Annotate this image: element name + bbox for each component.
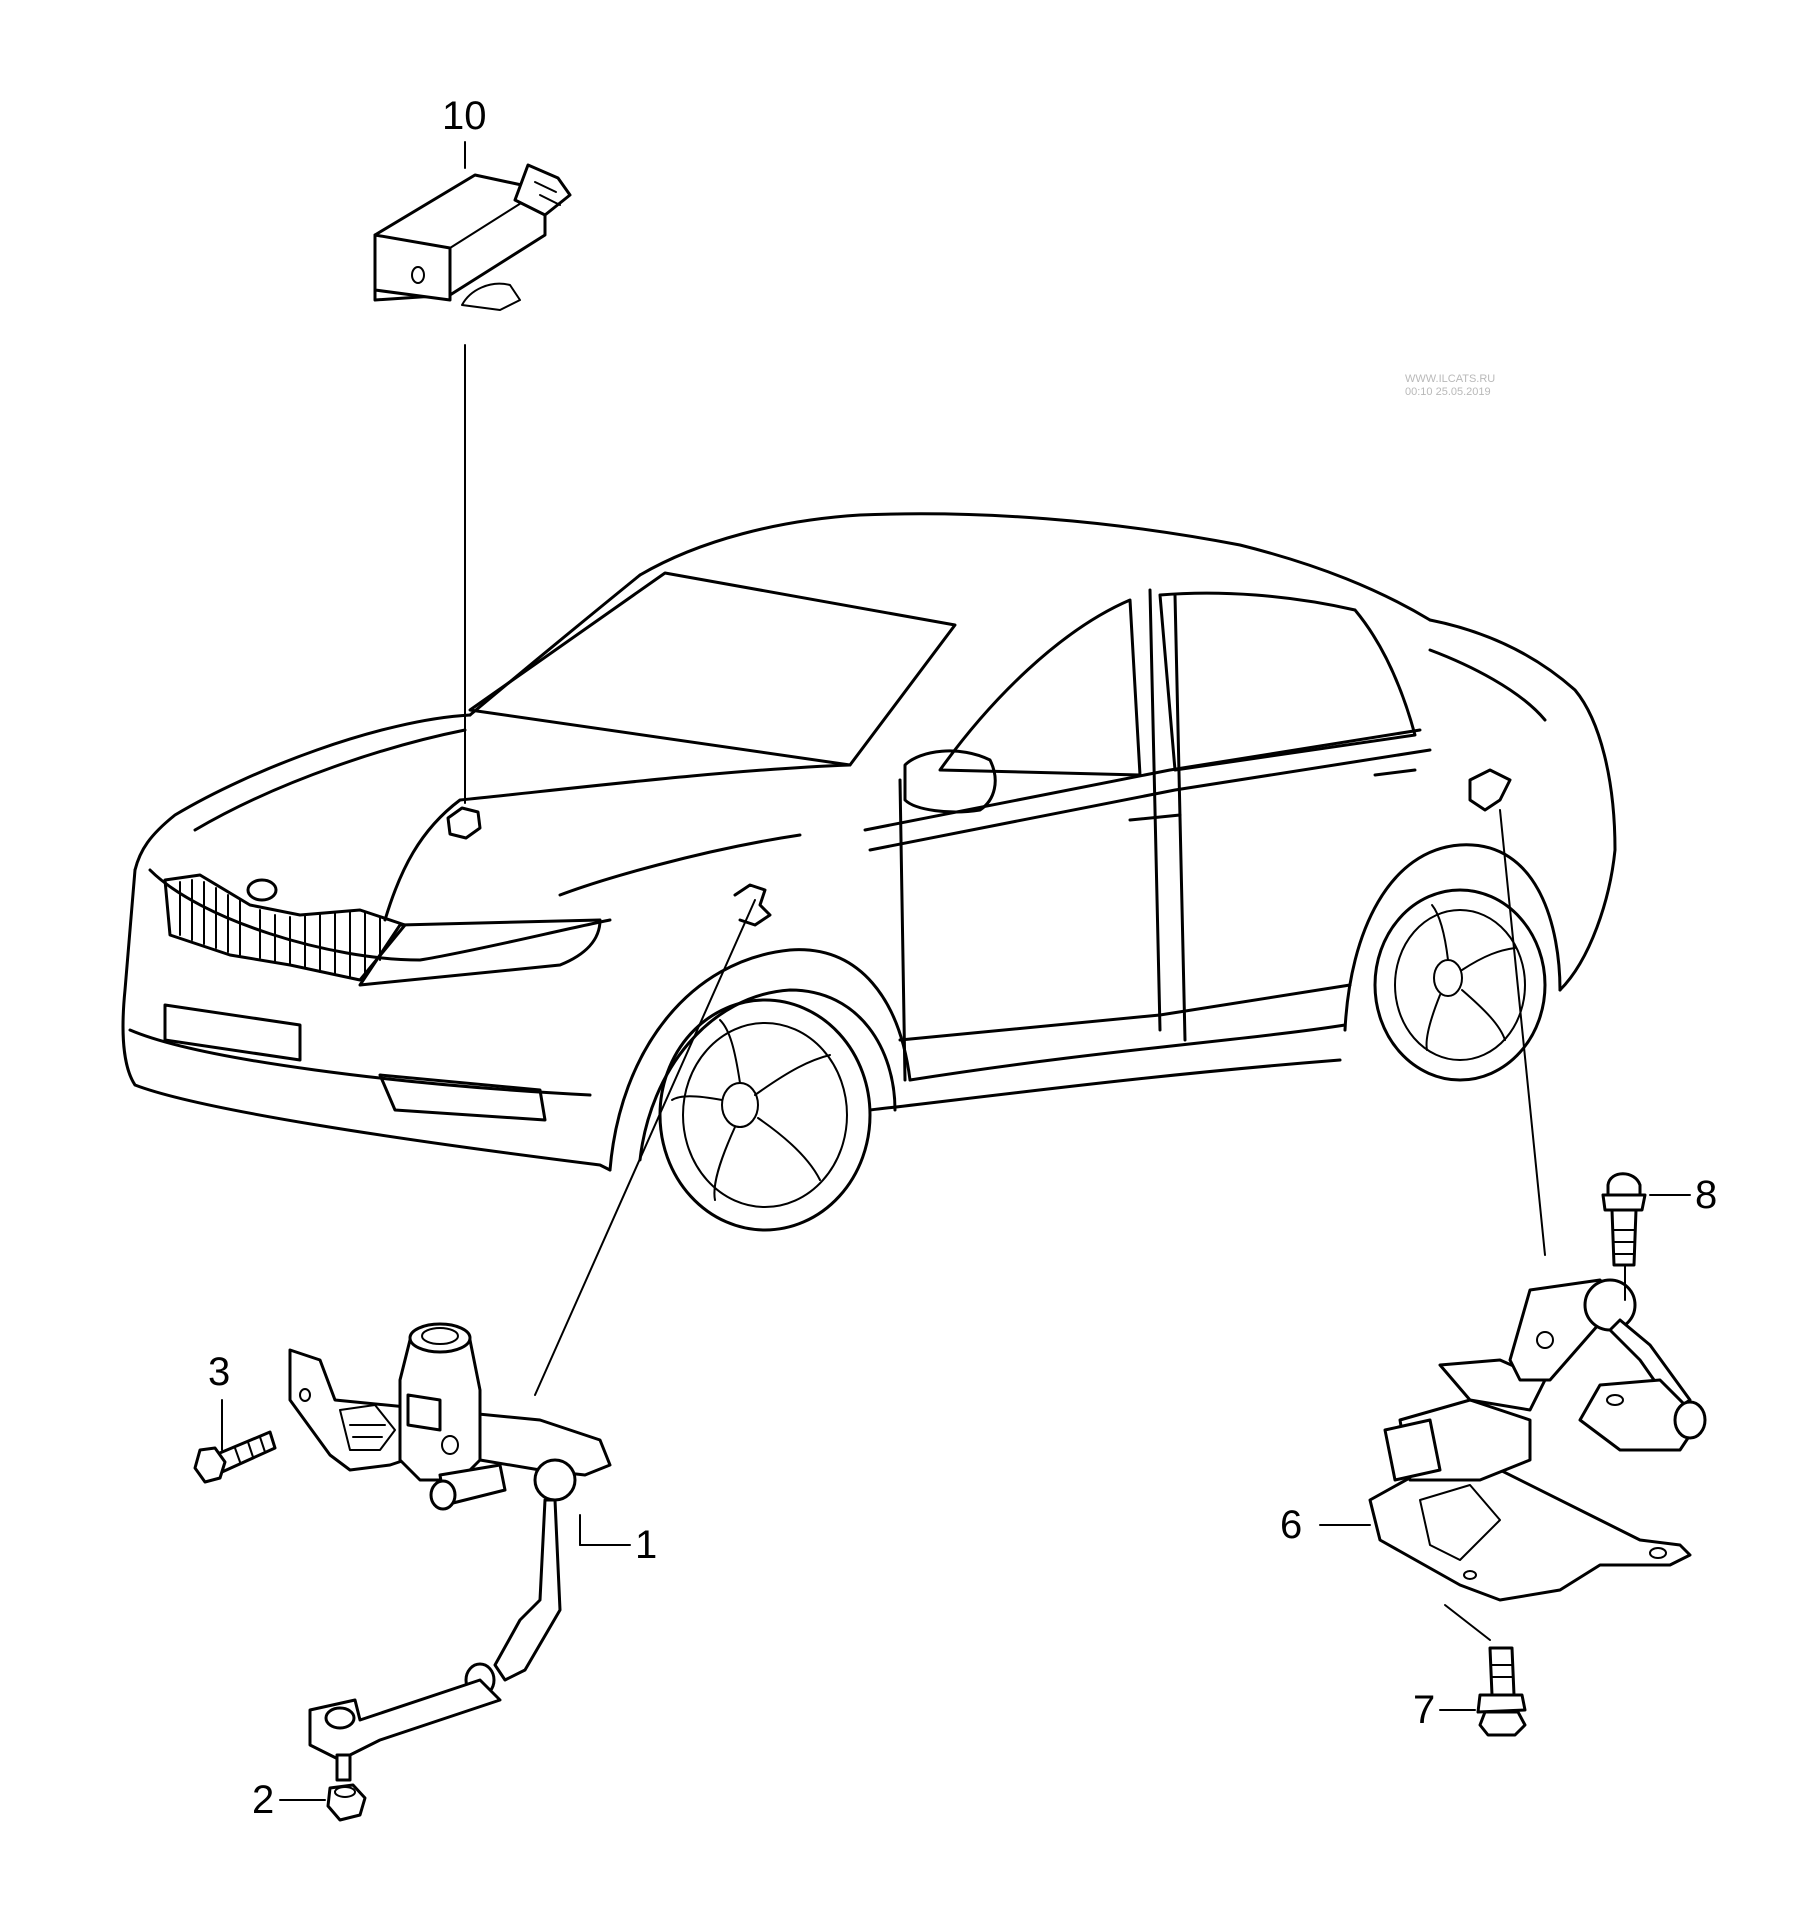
nut-2-part: [326, 1783, 367, 1822]
leader-lines: [221, 141, 1691, 1801]
callout-2: 2: [252, 1778, 275, 1822]
callout-1: 1: [635, 1523, 658, 1567]
control-unit-part: [373, 163, 572, 311]
callout-6: 6: [1280, 1503, 1303, 1547]
car-illustration: [121, 512, 1617, 1232]
callout-7: 7: [1413, 1688, 1436, 1732]
rear-level-sensor-part: [1368, 1278, 1707, 1602]
rear-mount-point-icon: [1468, 768, 1512, 812]
front-level-sensor-part: [288, 1322, 612, 1782]
watermark-stamp: 00:10 25.05.2019: [1405, 386, 1491, 398]
watermark-site: WWW.ILCATS.RU: [1405, 373, 1496, 385]
bolt-8-part: [1601, 1172, 1647, 1267]
front-mount-point-icon: [733, 883, 772, 927]
watermark: WWW.ILCATS.RU 00:10 25.05.2019: [1405, 373, 1495, 399]
install-location-hexagon-icon: [446, 806, 482, 840]
bolt-3-part: [193, 1430, 277, 1484]
callout-3: 3: [208, 1350, 231, 1394]
callout-10: 10: [442, 94, 487, 138]
callout-8: 8: [1695, 1173, 1718, 1217]
bolt-7-part: [1476, 1646, 1527, 1737]
